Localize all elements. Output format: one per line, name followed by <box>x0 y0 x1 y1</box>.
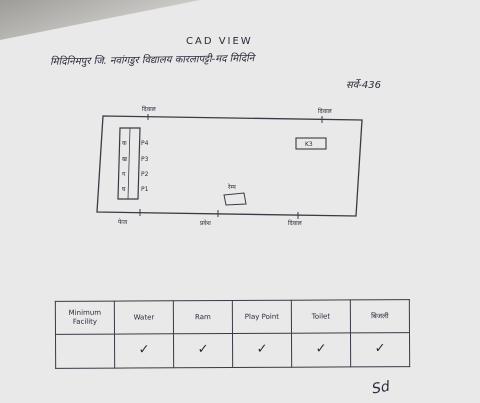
classroom-divider <box>127 127 131 200</box>
bottom-label-left: फेज <box>118 218 128 226</box>
facility-header-cell: बिजली <box>350 299 410 333</box>
facility-table: Minimum Facility Water Ram Play Point To… <box>55 299 410 369</box>
signature: Sd <box>370 378 392 398</box>
facility-check-cell: ✓ <box>350 332 410 367</box>
checkmark-icon: ✓ <box>315 341 327 357</box>
facility-header-row: Minimum Facility Water Ram Play Point To… <box>55 299 410 335</box>
room-left-1: क <box>122 140 127 147</box>
facility-check-row: ✓ ✓ ✓ ✓ ✓ <box>55 332 410 369</box>
facility-header-cell: Toilet <box>291 299 351 334</box>
document-title: CAD VIEW <box>186 36 253 47</box>
facility-header-cell: Ram <box>173 300 233 334</box>
room-left-3: ग <box>122 171 126 178</box>
office-label: K3 <box>305 141 313 148</box>
facility-header-cell: Water <box>114 300 174 335</box>
checkmark-icon: ✓ <box>374 341 386 357</box>
top-label-left: दिवाल <box>142 105 157 113</box>
room-left-2: ख <box>122 156 127 163</box>
ramp-label: रेम्प <box>227 183 236 191</box>
checkmark-icon: ✓ <box>138 342 150 358</box>
room-right-3: P2 <box>141 171 149 178</box>
checkmark-icon: ✓ <box>197 342 209 358</box>
facility-header-cell: Minimum Facility <box>55 301 115 335</box>
room-right-1: P4 <box>141 140 149 147</box>
office-box <box>295 137 327 150</box>
room-right-2: P3 <box>141 156 149 163</box>
facility-header-cell: Play Point <box>232 300 292 334</box>
facility-check-cell: ✓ <box>232 333 292 368</box>
facility-check-cell: ✓ <box>114 333 174 369</box>
classroom-block <box>117 127 141 200</box>
ramp-shape <box>223 192 247 206</box>
checkmark-icon: ✓ <box>256 341 268 357</box>
bottom-label-right: दिवाल <box>288 219 303 227</box>
top-label-right: दिवाल <box>318 107 333 115</box>
plan-outer-boundary <box>96 115 363 217</box>
survey-number: सर्वे-436 <box>346 80 382 91</box>
facility-check-cell: ✓ <box>291 332 351 368</box>
facility-check-cell <box>55 334 115 369</box>
room-right-4: P1 <box>141 186 149 193</box>
bottom-label-center: प्रवेश <box>200 219 212 227</box>
room-left-4: घ <box>122 186 126 193</box>
facility-check-cell: ✓ <box>173 333 233 368</box>
